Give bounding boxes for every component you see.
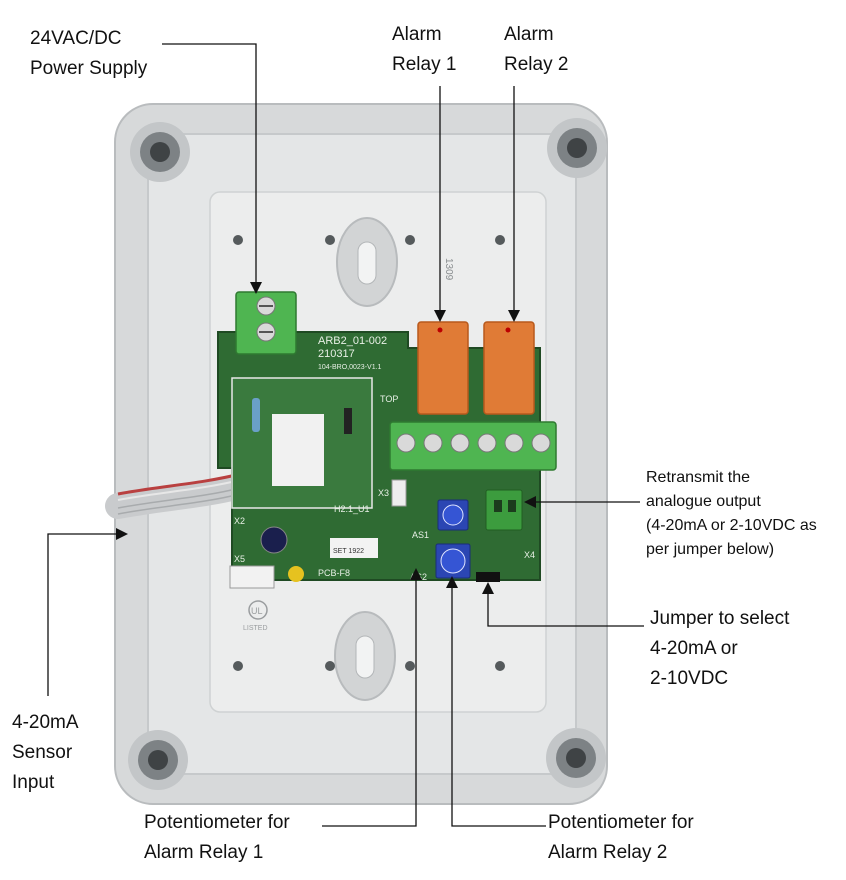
potentiometer-1	[437, 499, 469, 531]
serial-sticker	[330, 538, 378, 558]
relay-1-body	[417, 321, 469, 415]
leader-sensor-input	[47, 533, 118, 696]
callout-arrowheads	[116, 282, 536, 594]
callout-jumper-line-3: 2-10VDC	[650, 668, 729, 689]
board-pcb-id-marking: 104-BRO,0023-V1.1	[318, 364, 382, 371]
callout-jumper-line-1: Jumper to select	[650, 608, 790, 629]
potentiometer-2	[435, 543, 471, 579]
board-x2-marking: X2	[234, 516, 245, 526]
pcb-label-sticker	[272, 414, 324, 486]
callout-retransmit: Retransmit the analogue output (4-20mA o…	[646, 466, 817, 562]
callout-alarm-relay-1-line-2: Relay 1	[392, 54, 457, 75]
callout-leader-lines	[47, 43, 644, 827]
ul-listed-mark	[248, 600, 268, 620]
callout-alarm-relay-1-line-1: Alarm	[392, 24, 442, 45]
callout-alarm-relay-2-line-2: Relay 2	[504, 54, 569, 75]
listed-text: LISTED	[243, 625, 268, 632]
leader-power-supply	[162, 43, 257, 284]
callout-alarm-relay-2: Alarm Relay 2	[504, 20, 568, 80]
connector-x5	[229, 565, 275, 589]
mounting-boss-top	[336, 217, 398, 307]
corner-screw-top-left	[130, 122, 190, 182]
corner-screw-top-right	[547, 118, 607, 178]
leader-pot-relay-1	[322, 578, 417, 827]
callout-pot-relay-1: Potentiometer for Alarm Relay 1	[144, 808, 290, 868]
arrow-jumper	[482, 582, 494, 594]
ribbon-cable	[105, 472, 253, 519]
callout-pot-relay-1-line-2: Alarm Relay 1	[144, 842, 264, 863]
arrow-retransmit	[524, 496, 536, 508]
arrow-pot-relay-1	[410, 568, 422, 580]
corner-screw-bottom-right	[546, 728, 606, 788]
board-as1-marking: AS1	[412, 530, 429, 540]
callout-retransmit-line-1: Retransmit the	[646, 469, 751, 486]
callout-retransmit-line-3: (4-20mA or 2-10VDC as	[646, 517, 817, 534]
board-x5-marking: X5	[234, 554, 245, 564]
leader-pot-relay-2	[451, 586, 546, 827]
arrow-power-supply	[250, 282, 262, 294]
corner-screw-bottom-left	[128, 730, 188, 790]
jumper-header	[476, 572, 500, 582]
board-model-marking: ARB2_01-002	[318, 335, 387, 347]
power-terminal-block	[235, 291, 297, 355]
callout-power-supply: 24VAC/DC Power Supply	[30, 24, 147, 84]
board-h2-u1-marking: H2.1_U1	[334, 504, 370, 514]
callout-sensor-input-line-1: 4-20mA	[12, 712, 79, 733]
callout-jumper-line-2: 4-20mA or	[650, 638, 738, 659]
callout-sensor-input: 4-20mA Sensor Input	[12, 708, 79, 798]
callout-jumper: Jumper to select 4-20mA or 2-10VDC	[650, 604, 789, 694]
board-top-marking: TOP	[380, 394, 398, 404]
callout-sensor-input-line-2: Sensor	[12, 742, 73, 763]
box-code: 1309	[443, 258, 454, 281]
capacitor-body	[260, 526, 288, 554]
resistor	[252, 398, 260, 432]
callout-alarm-relay-1: Alarm Relay 1	[392, 20, 456, 80]
retransmit-connector	[485, 489, 523, 531]
connector-x3	[391, 479, 407, 507]
relay-2-marker	[505, 327, 511, 333]
arrow-alarm-relay-2	[508, 310, 520, 322]
arrow-sensor-input	[116, 528, 128, 540]
ul-mark-text: UL	[251, 606, 263, 616]
board-serial-marking: SET 1922	[333, 548, 364, 555]
callout-retransmit-line-4: per jumper below)	[646, 541, 775, 558]
callout-power-supply-line-2: Power Supply	[30, 58, 148, 79]
mounting-boss-bottom	[334, 611, 396, 701]
callout-pot-relay-2-line-2: Alarm Relay 2	[548, 842, 668, 863]
board-x4-marking: X4	[524, 550, 535, 560]
callout-sensor-input-line-3: Input	[12, 772, 55, 793]
capacitor-small	[288, 566, 304, 582]
relay-terminal-block	[389, 421, 557, 471]
callout-pot-relay-2: Potentiometer for Alarm Relay 2	[548, 808, 694, 868]
callout-pot-relay-2-line-1: Potentiometer for	[548, 812, 694, 833]
board-x3-marking: X3	[378, 488, 389, 498]
relay-2-body	[483, 321, 535, 415]
board-date-marking: 210317	[318, 348, 355, 360]
floor-holes	[233, 235, 505, 671]
leader-jumper	[487, 592, 644, 627]
callout-retransmit-line-2: analogue output	[646, 493, 761, 510]
arrow-alarm-relay-1	[434, 310, 446, 322]
callout-power-supply-line-1: 24VAC/DC	[30, 28, 122, 49]
callout-alarm-relay-2-line-1: Alarm	[504, 24, 554, 45]
diode	[344, 408, 352, 434]
callout-pot-relay-1-line-1: Potentiometer for	[144, 812, 290, 833]
relay-1-marker	[437, 327, 443, 333]
arrow-pot-relay-2	[446, 576, 458, 588]
board-pcb-code-marking: PCB-F8	[318, 568, 350, 578]
